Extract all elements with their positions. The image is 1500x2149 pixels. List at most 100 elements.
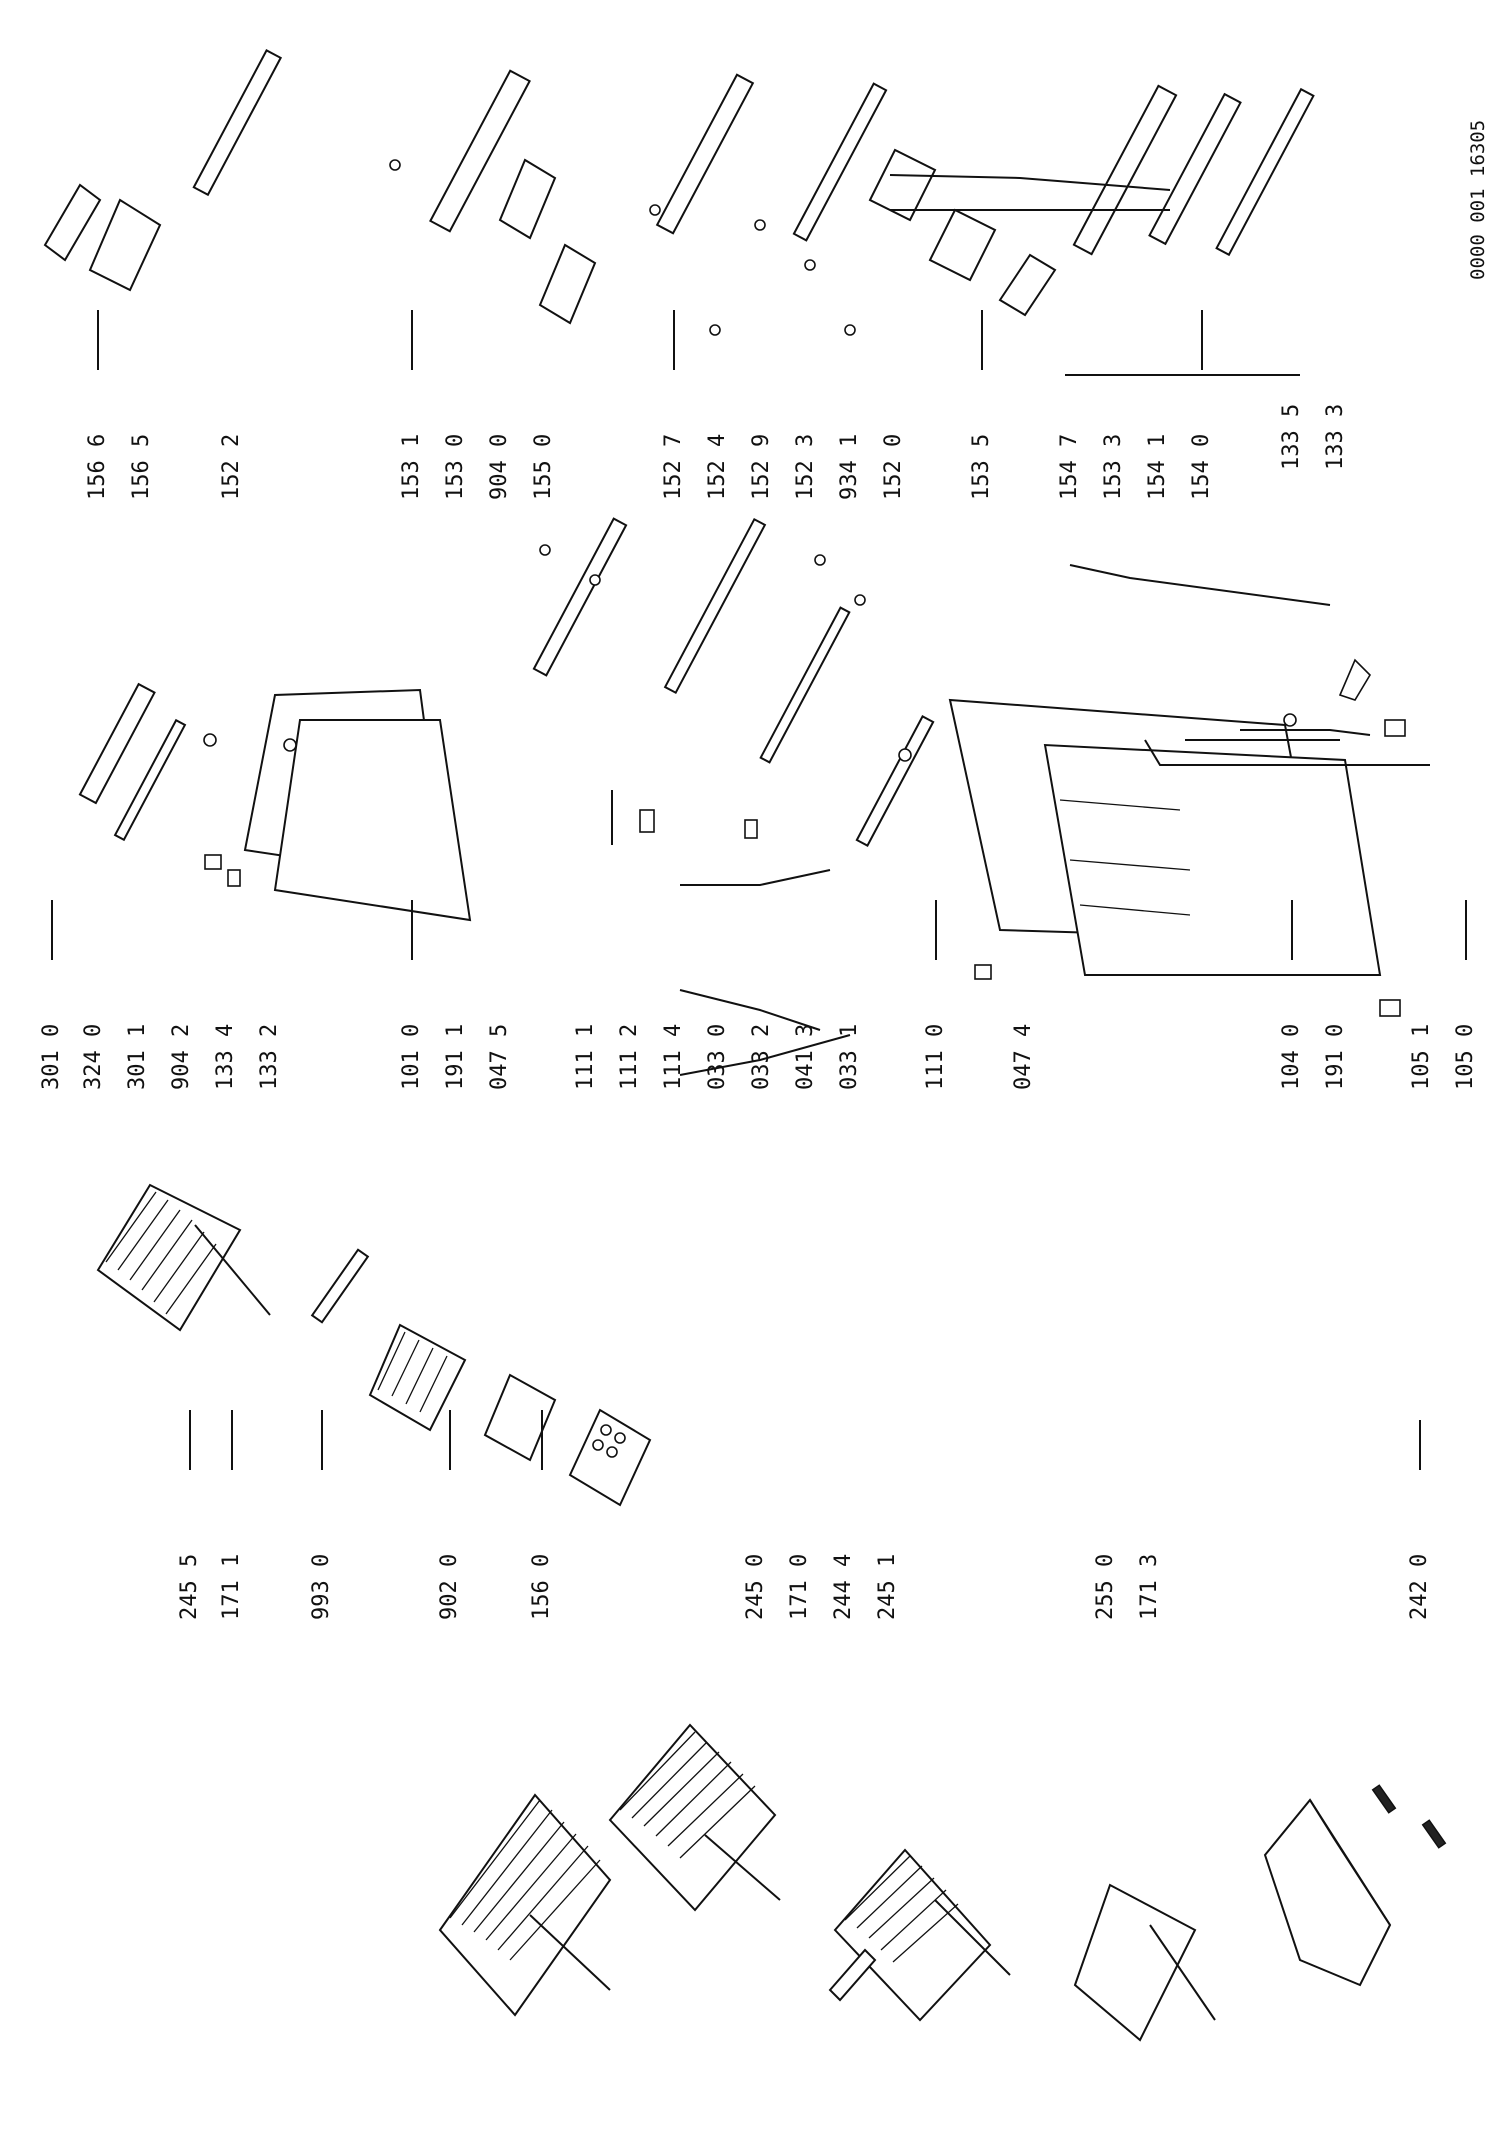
label-152-0: 152 0: [881, 434, 906, 500]
long-rail-part: [1148, 92, 1242, 246]
bracket-part: [1338, 658, 1372, 701]
small-bin-part: [868, 148, 937, 222]
label-156-0: 156 0: [529, 1554, 554, 1620]
clip-part: [998, 253, 1057, 317]
label-154-7: 154 7: [1057, 434, 1082, 500]
label-133-2: 133 2: [257, 1024, 282, 1090]
freezer-door-panel: [273, 719, 472, 922]
leader-lines: [611, 174, 1430, 1076]
hinge-pin-part: [227, 869, 241, 887]
wire-shelf-top: [438, 1793, 612, 2017]
egg-holder-part: [498, 158, 557, 240]
label-255-0: 255 0: [1093, 1554, 1118, 1620]
bottle-rack: [368, 1323, 467, 1432]
label-171-1: 171 1: [219, 1554, 244, 1620]
label-033-0: 033 0: [705, 1024, 730, 1090]
wire-shelf-middle: [608, 1723, 781, 1912]
label-244-4: 244 4: [831, 1554, 856, 1620]
label-047-4: 047 4: [1011, 1024, 1036, 1090]
screw-part: [283, 738, 297, 752]
shelf-stack-left: [438, 1723, 1447, 2042]
balcony-rail-part: [792, 82, 888, 242]
label-033-1: 033 1: [837, 1024, 862, 1090]
main-cabinet-group: [898, 658, 1406, 1017]
label-154-1: 154 1: [1145, 434, 1170, 500]
label-904-0: 904 0: [487, 434, 512, 500]
label-152-9: 152 9: [749, 434, 774, 500]
label-245-1: 245 1: [875, 1554, 900, 1620]
label-993-0: 993 0: [309, 1554, 334, 1620]
label-152-7: 152 7: [661, 434, 686, 500]
label-153-1: 153 1: [399, 434, 424, 500]
label-152-3: 152 3: [793, 434, 818, 500]
label-155-0: 155 0: [531, 434, 556, 500]
label-152-2: 152 2: [219, 434, 244, 500]
label-191-1: 191 1: [443, 1024, 468, 1090]
handle-part: [663, 517, 767, 695]
part-labels: 245 5 171 1 993 0 902 0 156 0 245 0 171 …: [39, 120, 1489, 1620]
door-bar-part: [429, 69, 531, 233]
hinge-part: [974, 964, 992, 980]
egg-tray-set: [483, 1373, 652, 1507]
label-033-2: 033 2: [749, 1024, 774, 1090]
door-rail-part: [192, 49, 283, 197]
label-ticks: [51, 310, 1467, 1470]
wire-shelf-bottom: [828, 1848, 1011, 2022]
long-balcony-part: [1072, 84, 1178, 256]
label-153-3: 153 3: [1101, 434, 1126, 500]
label-153-0: 153 0: [443, 434, 468, 500]
label-301-0: 301 0: [39, 1024, 64, 1090]
label-105-1: 105 1: [1409, 1024, 1434, 1090]
label-133-4: 133 4: [213, 1024, 238, 1090]
foot-part: [1379, 999, 1401, 1017]
label-171-0: 171 0: [787, 1554, 812, 1620]
label-111-1: 111 1: [573, 1024, 598, 1090]
door-shelves-group: [43, 49, 1315, 336]
label-111-2: 111 2: [617, 1024, 642, 1090]
fridge-door: [1043, 743, 1382, 976]
middle-rails-group: [532, 517, 935, 847]
egg-holder-part: [538, 243, 597, 325]
label-153-5: 153 5: [969, 434, 994, 500]
top-cover-part: [78, 682, 156, 805]
drawing-reference: 0000 001 16305: [1467, 120, 1489, 280]
label-154-0: 154 0: [1189, 434, 1214, 500]
label-152-4: 152 4: [705, 434, 730, 500]
label-902-0: 902 0: [437, 1554, 462, 1620]
label-301-1: 301 1: [125, 1024, 150, 1090]
screw-part: [203, 733, 217, 747]
glass-plate: [1073, 1883, 1216, 2042]
upper-freezer-door-group: [78, 682, 472, 922]
label-245-0: 245 0: [743, 1554, 768, 1620]
balcony-part: [655, 73, 755, 235]
shelf-stack-upper: [96, 1183, 652, 1507]
label-047-5: 047 5: [487, 1024, 512, 1090]
label-245-5: 245 5: [177, 1554, 202, 1620]
small-bin-part: [928, 208, 997, 282]
strip-part: [759, 606, 851, 764]
label-041-3: 041 3: [793, 1024, 818, 1090]
label-105-0: 105 0: [1453, 1024, 1478, 1090]
top-trim-part: [113, 718, 187, 842]
label-133-3: 133 3: [1323, 404, 1348, 470]
crisper-drawer: [1263, 1784, 1447, 1987]
hinge-clip-part: [204, 854, 222, 870]
label-324-0: 324 0: [81, 1024, 106, 1090]
label-191-0: 191 0: [1323, 1024, 1348, 1090]
label-101-0: 101 0: [399, 1024, 424, 1090]
label-156-6: 156 6: [85, 434, 110, 500]
door-shelf-part: [43, 183, 102, 262]
label-104-0: 104 0: [1279, 1024, 1304, 1090]
label-904-2: 904 2: [169, 1024, 194, 1090]
label-934-1: 934 1: [837, 434, 862, 500]
door-bin-part: [88, 198, 162, 292]
label-111-4: 111 4: [661, 1024, 686, 1090]
label-242-0: 242 0: [1407, 1554, 1432, 1620]
label-111-0: 111 0: [923, 1024, 948, 1090]
glass-strip-part: [310, 1248, 370, 1324]
long-strip-part: [1215, 87, 1315, 257]
bar-part: [855, 715, 935, 847]
label-133-5: 133 5: [1279, 404, 1304, 470]
label-171-3: 171 3: [1137, 1554, 1162, 1620]
